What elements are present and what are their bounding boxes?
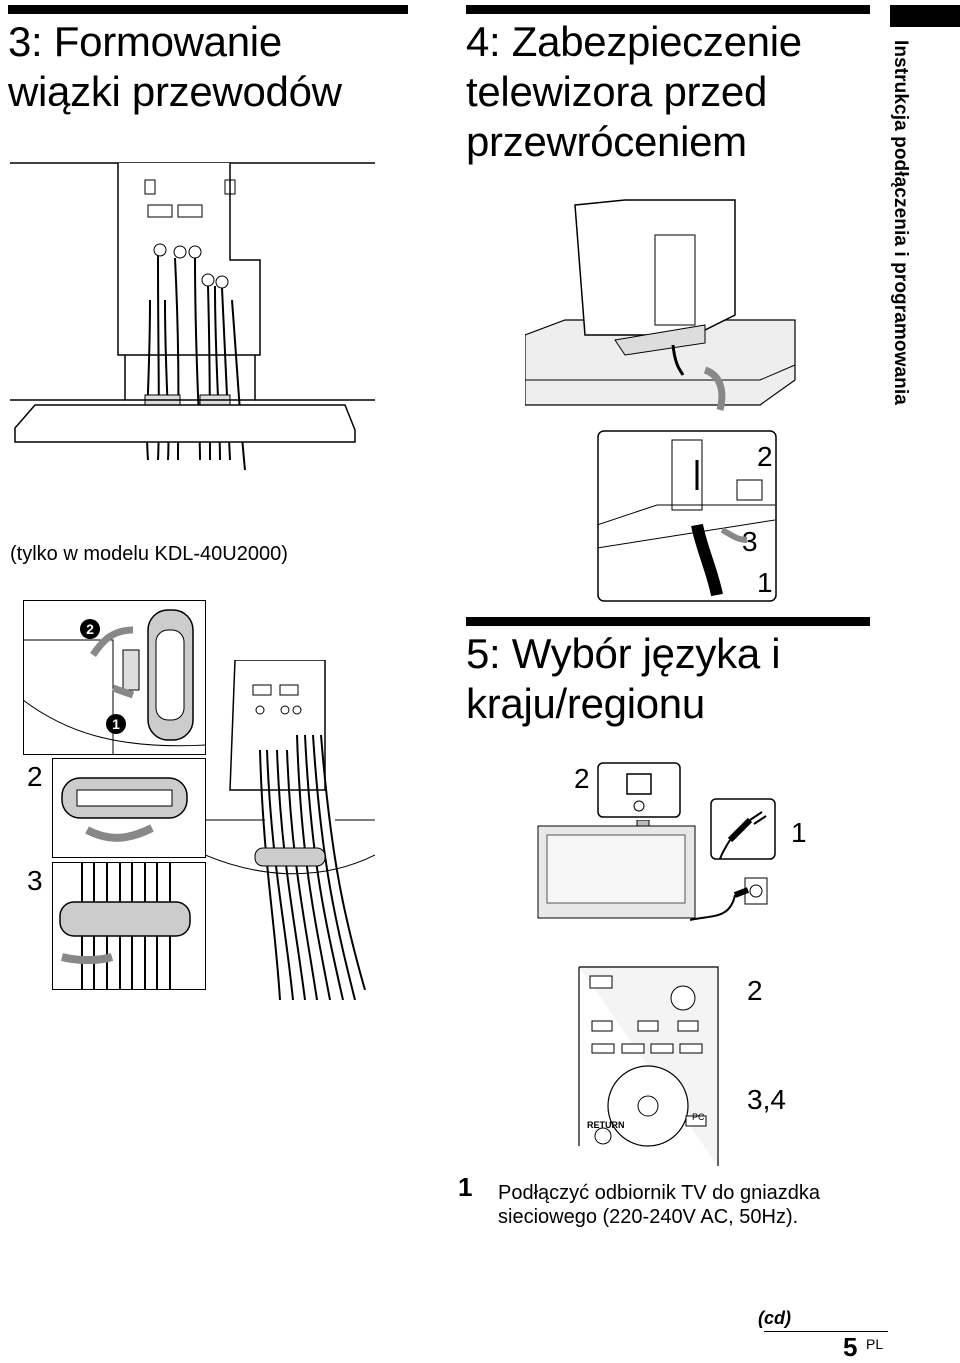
wall-socket-illustration bbox=[690, 860, 780, 935]
page-number: 5 bbox=[843, 1332, 858, 1362]
section-3-rule bbox=[8, 5, 408, 14]
step-callout: 2 bbox=[27, 761, 43, 792]
circle-number: 2 bbox=[80, 619, 100, 639]
tv-front-illustration bbox=[537, 820, 697, 920]
remote-control-illustration bbox=[578, 966, 722, 1166]
circle-number: 1 bbox=[106, 714, 126, 734]
step-number: 1 bbox=[458, 1172, 473, 1202]
step-callout: 3,4 bbox=[747, 1084, 786, 1115]
clamp-step-panel-3 bbox=[52, 862, 206, 990]
remote-return-label: RETURN bbox=[587, 1120, 625, 1130]
step-callout: 1 bbox=[757, 567, 773, 598]
continued-label: (cd) bbox=[758, 1308, 791, 1328]
step-callout: 2 bbox=[574, 763, 590, 794]
section-3-title: 3: Formowanie wiązki przewodów bbox=[8, 18, 342, 115]
step-text: Podłączyć odbiornik TV do gniazdka sieci… bbox=[498, 1182, 821, 1228]
section-4-title: 4: Zabezpieczenie telewizora przed przew… bbox=[466, 18, 802, 165]
step-callout: 2 bbox=[747, 975, 763, 1006]
step-callout: 1 bbox=[791, 817, 807, 848]
step-callout: 3 bbox=[27, 865, 43, 896]
page-language: PL bbox=[866, 1336, 884, 1352]
power-button-inset bbox=[597, 762, 681, 818]
footer-rule bbox=[764, 1331, 888, 1332]
mains-plug-inset bbox=[710, 798, 776, 860]
strap-detail-inset bbox=[597, 430, 777, 602]
cable-bundle-illustration bbox=[10, 160, 375, 480]
sidebar-section-label: Instrukcja podłączenia i programowania bbox=[890, 40, 911, 405]
tv-on-stand-illustration bbox=[525, 195, 800, 420]
step-callout: 2 bbox=[757, 441, 773, 472]
section-5-rule bbox=[466, 617, 870, 626]
remote-pc-label: PC bbox=[692, 1112, 705, 1122]
clamp-fitted-illustration bbox=[205, 660, 375, 1000]
section-4-rule bbox=[466, 5, 870, 14]
step-callout: 3 bbox=[742, 526, 758, 557]
section-5-title: 5: Wybór języka i kraju/regionu bbox=[466, 630, 781, 727]
clamp-step-panel-2 bbox=[52, 758, 206, 858]
sidebar-tab-block bbox=[890, 5, 960, 27]
model-note: (tylko w modelu KDL-40U2000) bbox=[10, 543, 288, 565]
clamp-step-panel-1 bbox=[23, 600, 206, 755]
